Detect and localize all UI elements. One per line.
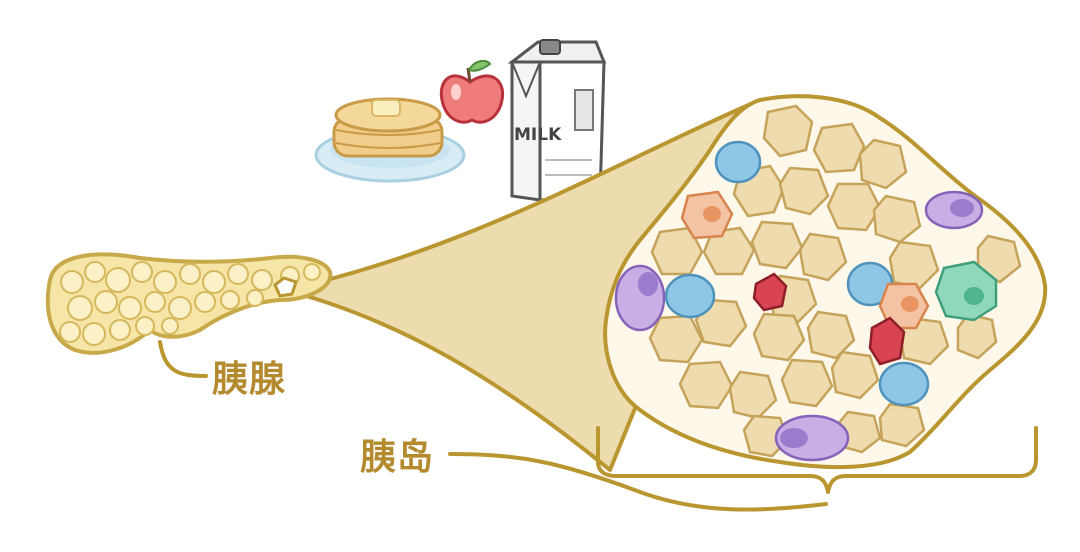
pancake-icon — [314, 97, 466, 183]
milk-carton-icon: MILK — [507, 39, 607, 202]
apple-icon — [439, 59, 505, 124]
pancreas-leader-line — [158, 340, 208, 378]
milk-carton-label: MILK — [514, 125, 562, 145]
islet-leader-line — [448, 452, 828, 512]
pancreas-label: 胰腺 — [212, 359, 287, 400]
islet-icon — [603, 94, 1048, 470]
islet-bracket — [596, 426, 1038, 494]
islet-label: 胰岛 — [360, 437, 435, 478]
pancreas-icon — [45, 252, 333, 355]
